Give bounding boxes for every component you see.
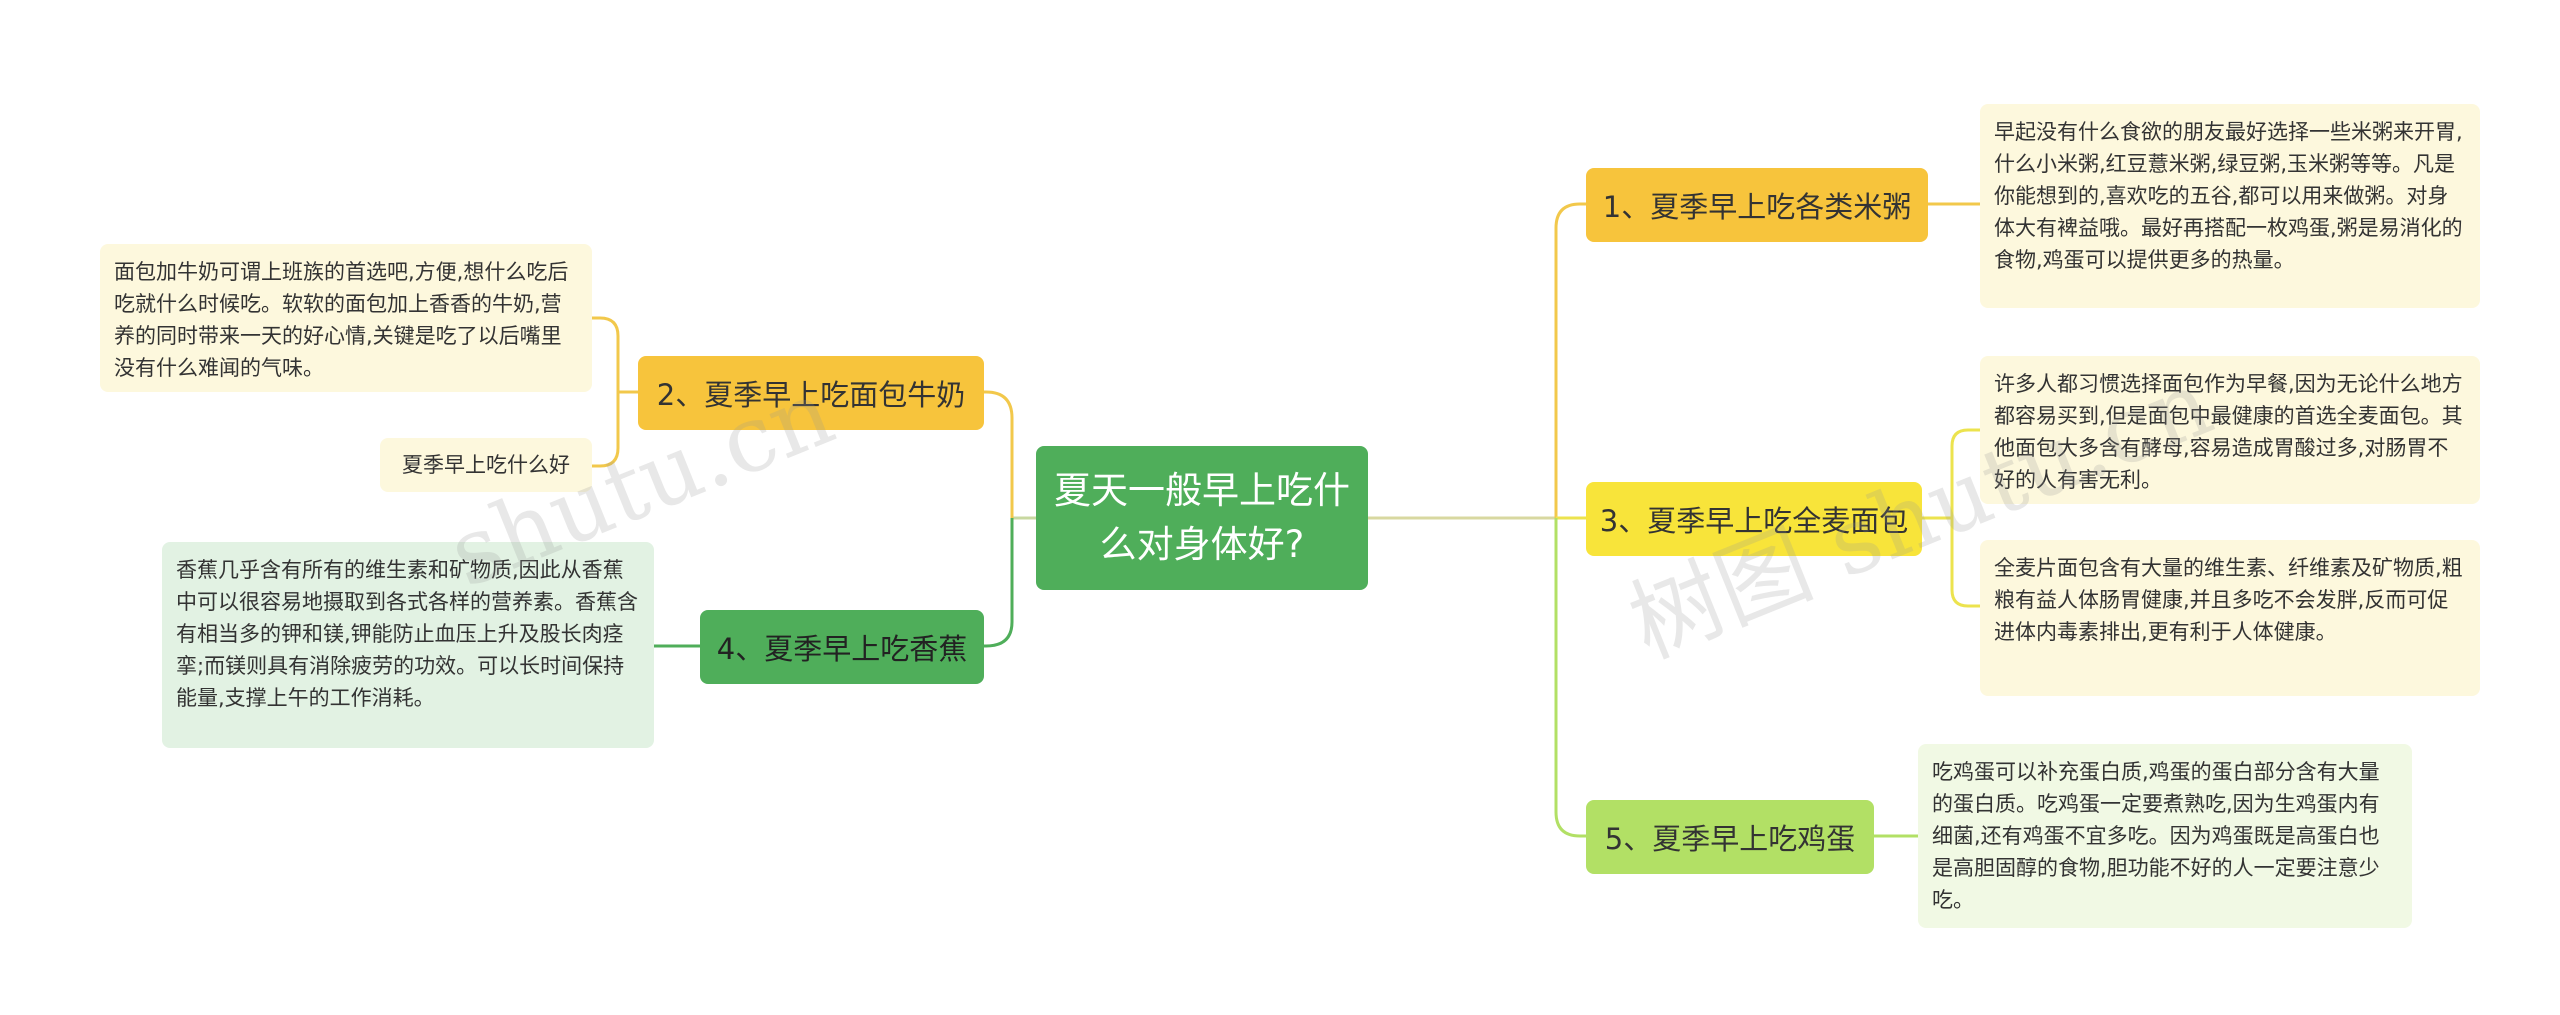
connector-leaf-2 — [592, 316, 638, 468]
leaf-note-bread-milk: 面包加牛奶可谓上班族的首选吧,方便,想什么吃后吃就什么时候吃。软软的面包加上香香… — [100, 244, 592, 392]
connector-branch-1 — [1554, 202, 1586, 518]
leaf-note-banana: 香蕉几乎含有所有的维生素和矿物质,因此从香蕉中可以很容易地摄取到各式各样的营养素… — [162, 542, 654, 748]
branch-node-whole-wheat-bread[interactable]: 3、夏季早上吃全麦面包 — [1586, 482, 1922, 556]
leaf-note-summer-breakfast: 夏季早上吃什么好 — [380, 438, 592, 492]
branch-node-banana[interactable]: 4、夏季早上吃香蕉 — [700, 610, 984, 684]
leaf-note-eggs: 吃鸡蛋可以补充蛋白质,鸡蛋的蛋白部分含有大量的蛋白质。吃鸡蛋一定要煮熟吃,因为生… — [1918, 744, 2412, 928]
branch-node-bread-milk[interactable]: 2、夏季早上吃面包牛奶 — [638, 356, 984, 430]
central-topic[interactable]: 夏天一般早上吃什么对身体好? — [1036, 446, 1368, 590]
branch-node-eggs[interactable]: 5、夏季早上吃鸡蛋 — [1586, 800, 1874, 874]
connector-branch-2 — [984, 390, 1014, 518]
connector-leaf-3 — [1922, 428, 1980, 608]
branch-node-rice-porridge[interactable]: 1、夏季早上吃各类米粥 — [1586, 168, 1928, 242]
leaf-note-whole-wheat-benefits: 全麦片面包含有大量的维生素、纤维素及矿物质,粗粮有益人体肠胃健康,并且多吃不会发… — [1980, 540, 2480, 696]
connector-branch-4 — [984, 518, 1014, 648]
leaf-note-rice-porridge: 早起没有什么食欲的朋友最好选择一些米粥来开胃,什么小米粥,红豆薏米粥,绿豆粥,玉… — [1980, 104, 2480, 308]
leaf-note-bread-choice: 许多人都习惯选择面包作为早餐,因为无论什么地方都容易买到,但是面包中最健康的首选… — [1980, 356, 2480, 504]
connector-branch-5 — [1554, 518, 1586, 838]
